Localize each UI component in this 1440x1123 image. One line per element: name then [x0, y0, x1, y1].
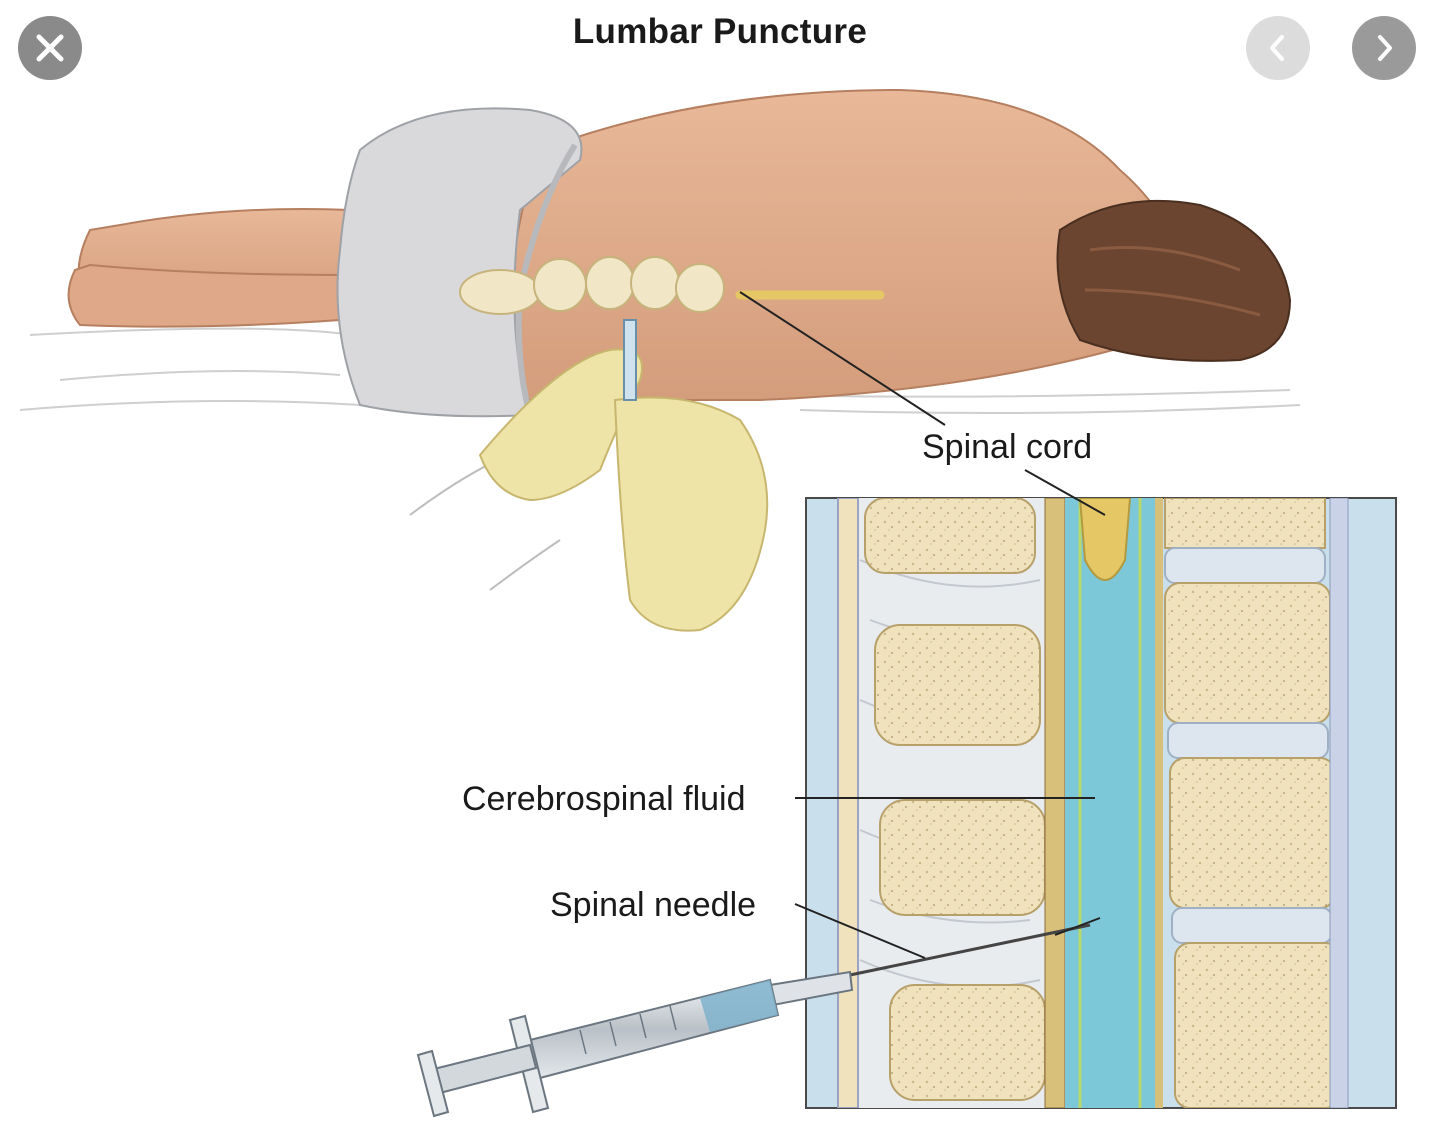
label-spinal-needle: Spinal needle — [550, 886, 757, 924]
figure-title: Lumbar Puncture — [572, 12, 868, 51]
label-cerebrospinal-fluid: Cerebrospinal fluid — [462, 780, 746, 818]
previous-image-button[interactable] — [1246, 16, 1310, 80]
syringe — [416, 923, 1091, 1118]
close-button[interactable] — [18, 16, 82, 80]
chevron-left-icon — [1270, 35, 1284, 61]
leader-lines — [739, 291, 1106, 959]
label-spinal-cord: Spinal cord — [922, 428, 1093, 466]
chevron-right-icon — [1378, 35, 1392, 61]
gloved-hands — [409, 319, 769, 632]
patient-body — [67, 88, 1292, 418]
spine-cross-section-inset — [805, 497, 1397, 1109]
close-icon — [36, 34, 64, 62]
next-image-button[interactable] — [1352, 16, 1416, 80]
